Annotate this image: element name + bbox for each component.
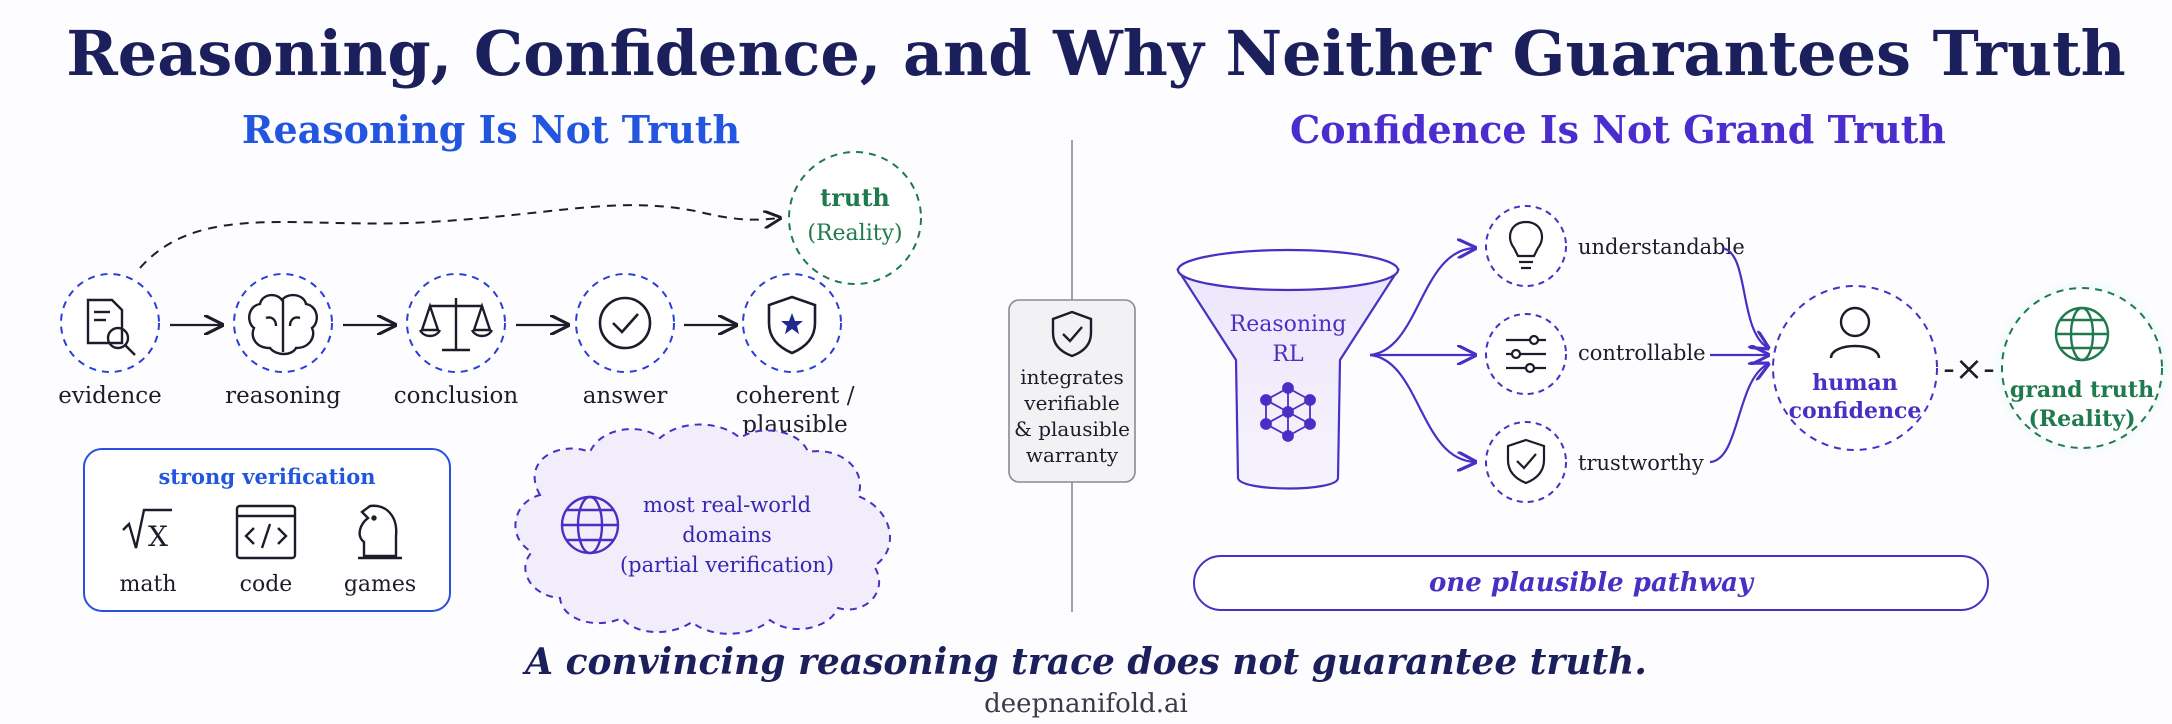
branch-arrow-trustworthy <box>1369 353 1475 462</box>
lightbulb-icon <box>1508 220 1544 270</box>
not-equal-mark: -×- <box>1943 349 1994 389</box>
controllable-node <box>1485 313 1567 395</box>
human-label-line1: human <box>1812 370 1898 396</box>
answer-node <box>575 273 675 373</box>
cloud-line-3: (partial verification) <box>620 553 834 577</box>
strong-verification-box: strong verification X math code games <box>83 448 451 612</box>
grand-truth-line1: grand truth <box>2010 377 2154 403</box>
truth-sub-label: (Reality) <box>807 221 902 246</box>
divider-line-2: verifiable <box>1023 391 1119 415</box>
sliders-icon <box>1506 334 1546 374</box>
reasoning-rl-funnel: Reasoning RL <box>1175 248 1401 490</box>
integrates-warranty-box: integrates verifiable & plausible warran… <box>1008 299 1136 483</box>
shield-check-small-icon <box>1506 438 1546 485</box>
funnel-label-line1: Reasoning <box>1230 312 1347 337</box>
check-circle-icon <box>598 296 652 350</box>
divider-line-4: warranty <box>1026 443 1119 467</box>
understandable-node <box>1485 205 1567 287</box>
code-icon <box>235 504 297 560</box>
strong-item-code: code <box>240 572 293 597</box>
human-label-line2: confidence <box>1789 398 1922 424</box>
cloud-line-1: most real-world <box>643 493 811 517</box>
globe-green-icon <box>2054 306 2110 362</box>
shield-star-icon <box>767 295 817 355</box>
svg-text:X: X <box>148 520 168 553</box>
person-icon <box>1829 306 1881 359</box>
sqrt-icon: X <box>122 508 172 553</box>
conclusion-node <box>406 273 506 373</box>
branch-label-controllable: controllable <box>1578 341 1706 365</box>
divider-line-3: & plausible <box>1014 417 1130 441</box>
plausible-pathway-pill: one plausible pathway <box>1193 555 1989 611</box>
grand-truth-line2: (Reality) <box>2028 406 2135 432</box>
footer-domain: deepnanifold.ai <box>984 689 1188 719</box>
tagline: A convincing reasoning trace does not gu… <box>522 641 1647 683</box>
shield-check-icon <box>1051 310 1093 358</box>
left-heading: Reasoning Is Not Truth <box>242 107 740 152</box>
chess-knight-icon <box>358 504 402 560</box>
cloud-line-2: domains <box>682 523 772 547</box>
chain-label-evidence: evidence <box>58 383 162 409</box>
truth-label: truth <box>820 183 890 212</box>
dashed-arc-evidence-to-truth <box>139 204 780 269</box>
chain-label-reasoning: reasoning <box>225 383 341 409</box>
branch-label-trustworthy: trustworthy <box>1578 451 1704 475</box>
page-title: Reasoning, Confidence, and Why Neither G… <box>66 17 2126 90</box>
coherent-node <box>742 273 842 373</box>
truth-node: truth (Reality) <box>788 151 922 285</box>
human-confidence-node: human confidence <box>1772 285 1938 451</box>
evidence-node <box>60 273 160 373</box>
pathway-label: one plausible pathway <box>1429 568 1755 598</box>
strong-item-math: math <box>120 572 177 597</box>
converge-arrow-bottom <box>1709 364 1768 464</box>
document-search-icon <box>86 298 136 356</box>
divider-line-1: integrates <box>1020 365 1124 389</box>
strong-verification-title: strong verification <box>158 464 375 489</box>
strong-item-games: games <box>344 572 416 597</box>
branch-arrow-understandable <box>1369 248 1475 357</box>
scales-icon <box>418 298 494 352</box>
chain-label-conclusion: conclusion <box>394 383 519 409</box>
network-icon <box>1260 382 1316 442</box>
globe-icon <box>560 495 620 555</box>
coherent-label-line1: coherent / <box>736 383 855 409</box>
grand-truth-node: grand truth (Reality) <box>1992 278 2172 458</box>
converge-arrow-top <box>1721 246 1768 348</box>
chain-label-answer: answer <box>583 383 668 409</box>
branch-label-understandable: understandable <box>1578 235 1745 259</box>
partial-verification-cloud: most real-world domains (partial verific… <box>514 423 891 635</box>
brain-icon <box>248 293 318 356</box>
trustworthy-node <box>1485 421 1567 503</box>
funnel-label-line2: RL <box>1272 342 1304 367</box>
reasoning-node <box>233 273 333 373</box>
right-heading: Confidence Is Not Grand Truth <box>1290 107 1946 152</box>
